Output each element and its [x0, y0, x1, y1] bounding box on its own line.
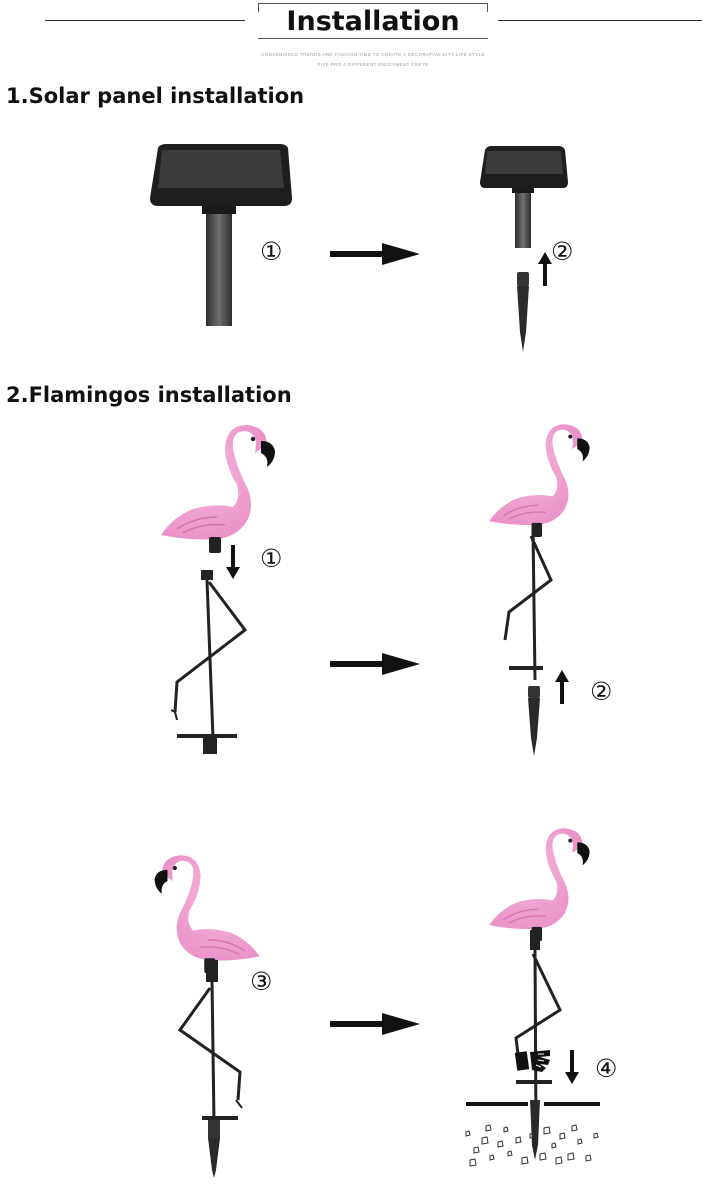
ground-debris: [465, 1130, 471, 1137]
ground-debris: [503, 1126, 509, 1133]
solar-panel-icon: [150, 144, 292, 326]
ground-debris: [489, 1154, 495, 1161]
header-subtitle-2: FIVE PRO A DIFFERENT ENJOYMENT CRETE: [317, 62, 429, 67]
flamingo-stake-icon: [170, 570, 248, 754]
solar-step-1: ①: [260, 237, 283, 266]
ground-debris: [529, 1132, 535, 1139]
ground-icon: [465, 1102, 600, 1167]
flamingo-step-1: ①: [260, 544, 283, 573]
flamingo-step-4: ④: [595, 1054, 618, 1083]
hand-icon: [514, 1050, 550, 1072]
flamingo-icon: [489, 828, 590, 941]
ground-debris: [567, 1152, 575, 1161]
ground-debris: [515, 1136, 522, 1144]
ground-debris: [543, 1126, 551, 1135]
title-box: Installation: [258, 3, 488, 39]
arrow-right-icon: [330, 653, 420, 675]
flamingo-stake-icon: [177, 960, 243, 1178]
flamingo-icon: [161, 425, 275, 553]
section-title-flamingos: 2.Flamingos installation: [6, 383, 292, 407]
ground-debris: [473, 1146, 480, 1154]
arrow-right-icon: [330, 1013, 420, 1035]
ground-debris: [577, 1138, 583, 1145]
header-line-right: [498, 20, 702, 21]
ground-debris: [593, 1132, 599, 1139]
ground-stake-icon: [528, 686, 540, 756]
ground-debris: [507, 1150, 513, 1157]
arrow-down-icon: [565, 1050, 579, 1084]
ground-debris: [497, 1140, 504, 1148]
arrow-right-icon: [330, 243, 420, 265]
ground-debris: [585, 1154, 592, 1162]
arrow-down-icon: [226, 545, 240, 579]
ground-debris: [481, 1136, 489, 1145]
arrow-up-icon: [555, 670, 569, 704]
ground-debris: [539, 1152, 547, 1161]
ground-debris: [571, 1124, 578, 1132]
flamingo-icon: [489, 424, 590, 537]
flamingo-icon: [154, 855, 260, 973]
ground-debris: [521, 1156, 529, 1165]
header-subtitle-1: CONVENIENCE TRENDS AND FASHION TIME TO C…: [261, 52, 485, 57]
flamingo-step-2: ②: [590, 677, 613, 706]
solar-step-2: ②: [551, 237, 574, 266]
ground-debris: [555, 1156, 563, 1165]
section-title-solar: 1.Solar panel installation: [6, 84, 305, 108]
flamingo-step-3: ③: [250, 967, 273, 996]
ground-debris: [559, 1132, 566, 1140]
flamingo-stake-icon: [503, 529, 553, 681]
page-title: Installation: [286, 6, 460, 37]
flamingo-stake-icon: [514, 930, 562, 1160]
arrow-up-icon: [538, 252, 552, 286]
ground-debris: [469, 1158, 477, 1167]
solar-panel-icon: [480, 146, 568, 248]
ground-stake-icon: [517, 272, 529, 352]
ground-debris: [551, 1142, 557, 1149]
header-line-left: [45, 20, 245, 21]
ground-debris: [485, 1124, 492, 1132]
